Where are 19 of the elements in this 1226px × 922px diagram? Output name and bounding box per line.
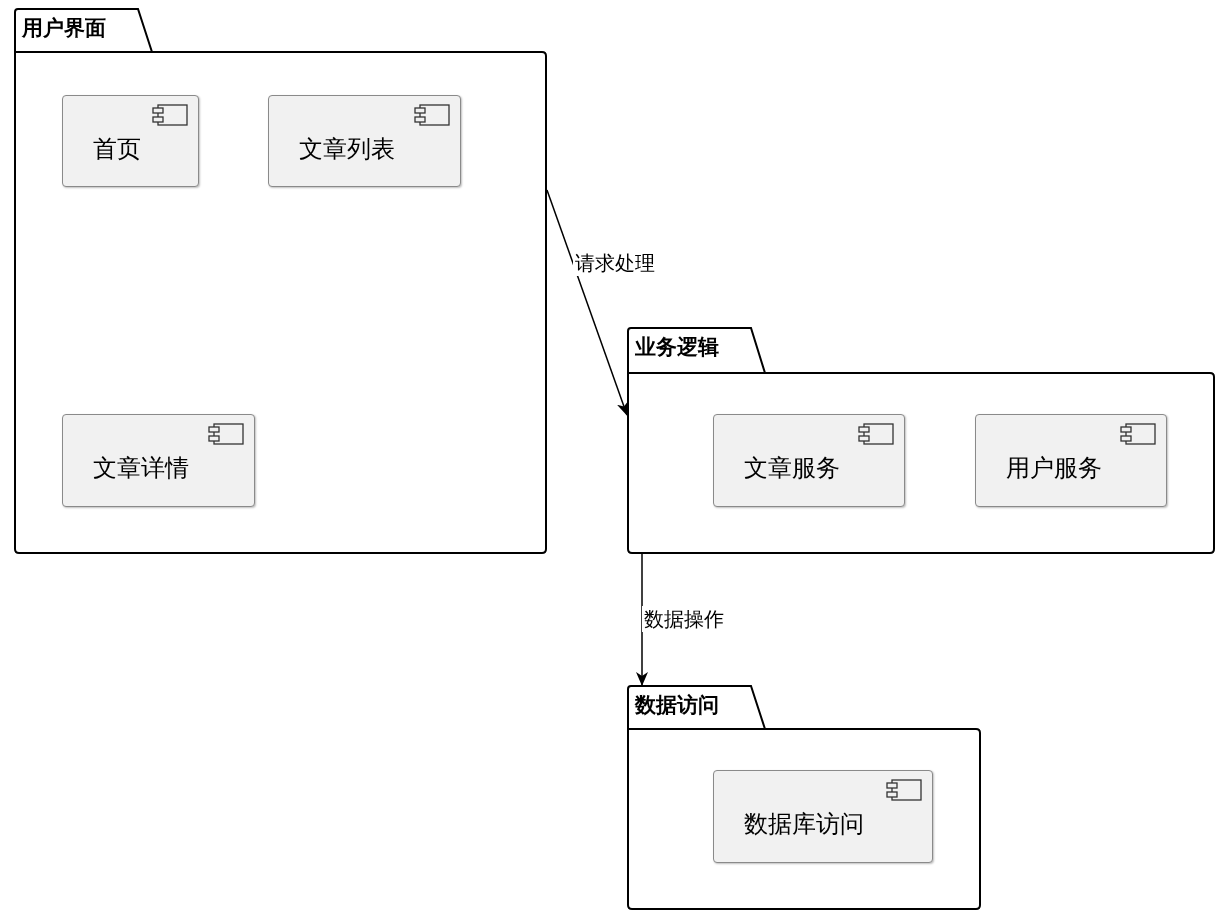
- component-box: [62, 95, 199, 187]
- edge-label: 数据操作: [642, 606, 726, 632]
- component-label: 文章详情: [93, 453, 189, 483]
- component-box: [62, 414, 255, 507]
- component-box: [713, 770, 933, 863]
- edge-label: 请求处理: [573, 250, 657, 276]
- component-label: 用户服务: [1006, 453, 1102, 483]
- component-label: 文章服务: [744, 453, 840, 483]
- component-label: 首页: [93, 134, 141, 164]
- component-box: [975, 414, 1167, 507]
- package-title: 数据访问: [635, 692, 719, 719]
- arrow: [546, 189, 629, 416]
- component-box: [268, 95, 461, 187]
- component-label: 数据库访问: [744, 809, 864, 839]
- component-label: 文章列表: [299, 134, 395, 164]
- package-title: 用户界面: [22, 15, 106, 42]
- package-title: 业务逻辑: [635, 334, 719, 361]
- arrow: [636, 553, 648, 686]
- component-box: [713, 414, 905, 507]
